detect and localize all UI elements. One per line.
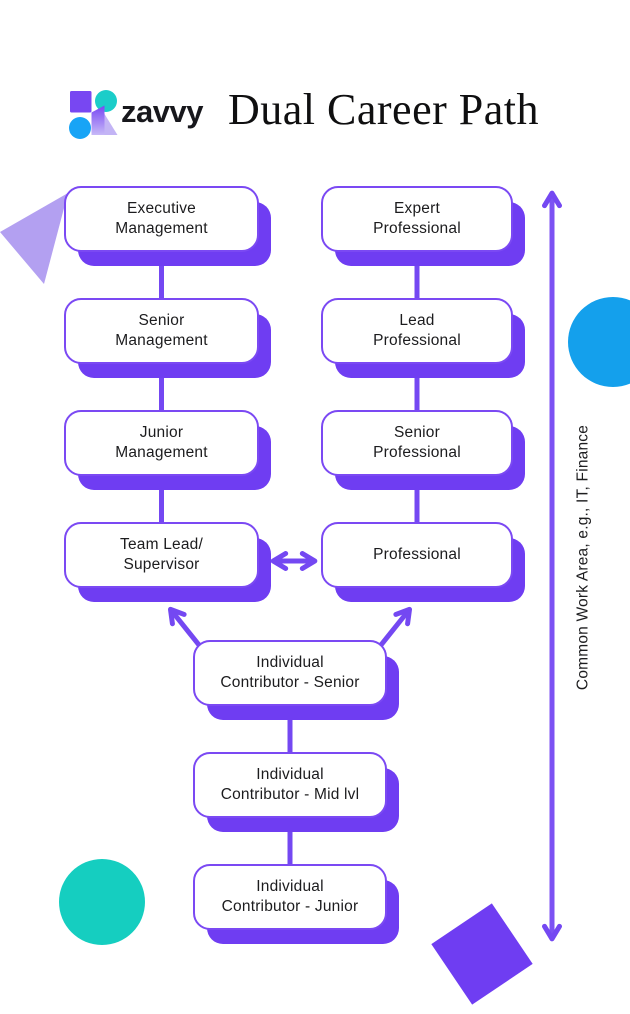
node-professional: Professional	[321, 522, 513, 588]
node-label: Professional	[373, 220, 461, 237]
node-label: Individual	[256, 765, 324, 783]
node-label: Professional	[373, 545, 461, 563]
node-lead-professional: Lead Professional	[321, 298, 513, 364]
node-label: Lead	[399, 311, 435, 329]
node-label: Team Lead/	[120, 535, 203, 553]
blue-circle-decoration	[568, 297, 630, 387]
node-expert-professional: Expert Professional	[321, 186, 513, 252]
node-senior-management: Senior Management	[64, 298, 259, 364]
node-individual-contributor-junior: Individual Contributor - Junior	[193, 864, 387, 930]
lavender-triangle-decoration	[0, 193, 68, 284]
node-label: Management	[115, 332, 208, 349]
node-label: Management	[115, 444, 208, 461]
node-label: Contributor - Mid lvl	[220, 786, 360, 803]
teal-circle-decoration	[59, 859, 145, 945]
node-team-lead-supervisor: Team Lead/ Supervisor	[64, 522, 259, 588]
node-label: Junior	[139, 423, 184, 441]
common-work-area-label: Common Work Area, e.g., IT, Finance	[574, 424, 592, 691]
node-junior-management: Junior Management	[64, 410, 259, 476]
purple-square-decoration	[431, 903, 533, 1005]
node-label: Senior	[393, 423, 440, 441]
node-executive-management: Executive Management	[64, 186, 259, 252]
node-senior-professional: Senior Professional	[321, 410, 513, 476]
node-individual-contributor-senior: Individual Contributor - Senior	[193, 640, 387, 706]
node-label: Executive	[127, 199, 196, 217]
zavvy-logo-icon	[69, 90, 118, 139]
node-label: Expert	[394, 199, 440, 217]
node-label: Management	[115, 220, 208, 237]
node-label: Supervisor	[123, 556, 200, 573]
page-title: Dual Career Path	[228, 85, 539, 134]
brand-wordmark: zavvy	[121, 94, 203, 129]
node-label: Individual	[256, 877, 324, 895]
node-label: Senior	[138, 311, 185, 329]
node-label: Contributor - Junior	[221, 898, 359, 915]
node-label: Professional	[373, 444, 461, 461]
node-label: Contributor - Senior	[220, 674, 360, 691]
node-individual-contributor-mid: Individual Contributor - Mid lvl	[193, 752, 387, 818]
node-label: Professional	[373, 332, 461, 349]
node-label: Individual	[256, 653, 324, 671]
